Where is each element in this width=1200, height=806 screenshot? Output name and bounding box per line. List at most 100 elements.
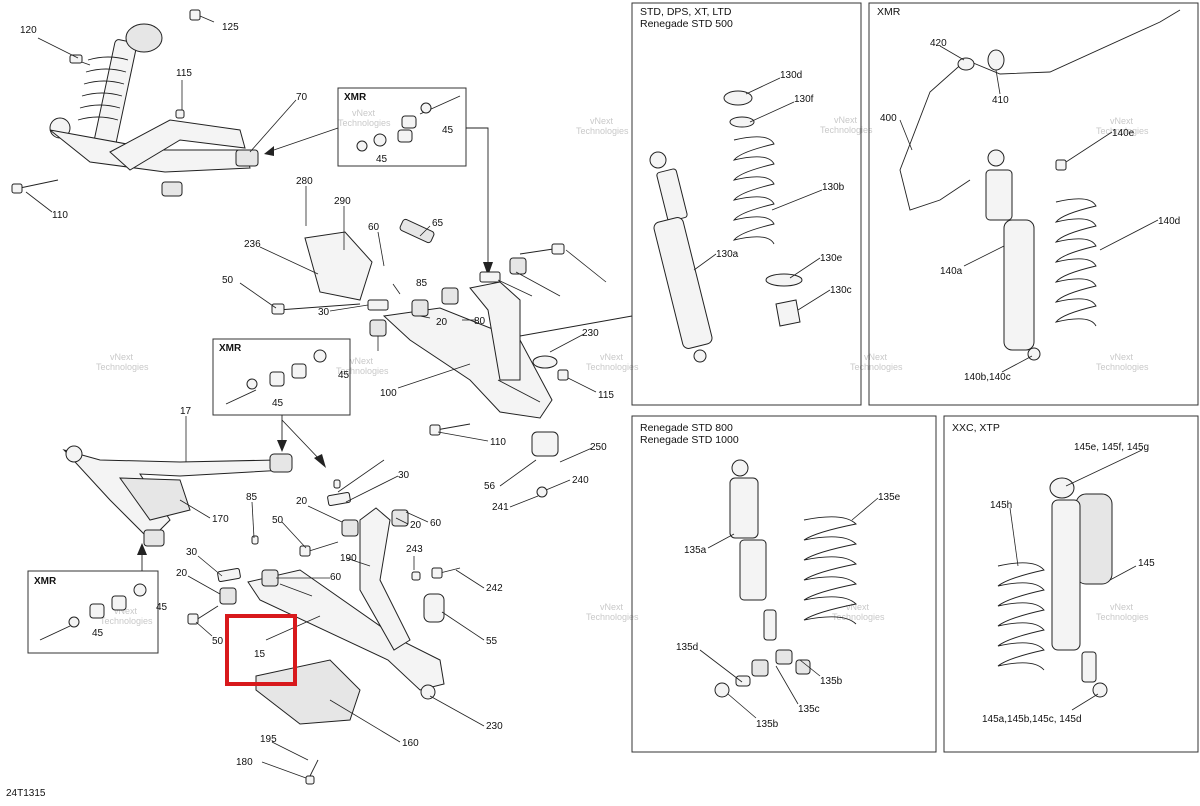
callout-180: 180 xyxy=(236,757,253,768)
watermark-line1: vNext xyxy=(600,602,624,612)
watermark-line2: Technologies xyxy=(586,612,639,622)
watermark-line2: Technologies xyxy=(336,366,389,376)
lower-left-arm-assembly xyxy=(62,445,293,547)
callout-17: 17 xyxy=(180,406,192,417)
callout-410: 410 xyxy=(992,95,1009,106)
callout-242: 242 xyxy=(486,583,503,594)
watermark-line1: vNext xyxy=(1110,602,1134,612)
callout-60: 60 xyxy=(368,222,380,233)
callout-243: 243 xyxy=(406,544,423,555)
inset-xmr-lower-frame xyxy=(27,570,159,654)
callout-135b: 135b xyxy=(756,719,779,730)
callout-236: 236 xyxy=(244,239,261,250)
watermark-line2: Technologies xyxy=(586,362,639,372)
callout-140a: 140a xyxy=(940,266,963,277)
inset-xmr-middle-parts xyxy=(225,349,327,405)
callout-65: 65 xyxy=(432,218,444,229)
watermark-line1: vNext xyxy=(600,352,624,362)
callout-145: 145 xyxy=(1138,558,1155,569)
callout-135b: 135b xyxy=(820,676,843,687)
panel-renegade-subtitle: Renegade STD 1000 xyxy=(640,434,739,446)
watermark-line2: Technologies xyxy=(820,125,873,135)
callout-190: 190 xyxy=(340,553,357,564)
inset-xmr-lower-label: XMR xyxy=(34,576,57,587)
callout-135a: 135a xyxy=(684,545,707,556)
watermark-line1: vNext xyxy=(1110,116,1134,126)
callout-145h: 145h xyxy=(990,500,1012,511)
callout-45: 45 xyxy=(272,398,284,409)
callout-45: 45 xyxy=(442,125,454,136)
watermark-line2: Technologies xyxy=(1096,126,1149,136)
callout-135c: 135c xyxy=(798,704,820,715)
panel-xxc-frame xyxy=(943,415,1199,753)
callout-140b-140c: 140b,140c xyxy=(964,372,1011,383)
callout-140d: 140d xyxy=(1158,216,1180,227)
watermark-line1: vNext xyxy=(114,606,138,616)
callout-125: 125 xyxy=(222,22,239,33)
watermark-line1: vNext xyxy=(1110,352,1134,362)
callout-20: 20 xyxy=(410,520,422,531)
callout-110: 110 xyxy=(490,437,506,448)
callout-30: 30 xyxy=(186,547,198,558)
callout-50: 50 xyxy=(212,636,224,647)
panel-xmr-frame xyxy=(868,2,1199,406)
callout-240: 240 xyxy=(572,475,589,486)
callout-140e: 140e xyxy=(1112,128,1135,139)
callout-15: 15 xyxy=(254,649,266,660)
callout-20: 20 xyxy=(436,317,448,328)
watermark-line1: vNext xyxy=(110,352,134,362)
callout-250: 250 xyxy=(590,442,607,453)
watermark-line1: vNext xyxy=(590,116,614,126)
watermark-line2: Technologies xyxy=(576,126,629,136)
callout-130b: 130b xyxy=(822,182,845,193)
panel-std-subtitle: Renegade STD 500 xyxy=(640,18,733,30)
callout-400: 400 xyxy=(880,113,897,124)
leader-lines xyxy=(25,15,1159,779)
lower-center-aarm-assembly xyxy=(187,479,461,785)
callout-115: 115 xyxy=(176,68,192,79)
callout-50: 50 xyxy=(222,275,234,286)
watermark-line2: Technologies xyxy=(850,362,903,372)
callout-230: 230 xyxy=(582,328,599,339)
callout-290: 290 xyxy=(334,196,351,207)
panel-xmr-parts xyxy=(899,9,1181,361)
diagram-code: 24T1315 xyxy=(6,788,46,799)
callout-115: 115 xyxy=(598,390,614,401)
callout-120: 120 xyxy=(20,25,37,36)
callout-145e-145f-145g: 145e, 145f, 145g xyxy=(1074,442,1149,453)
watermark-line1: vNext xyxy=(846,602,870,612)
callout-20: 20 xyxy=(296,496,308,507)
inset-xmr-upper-parts xyxy=(356,95,461,152)
callout-170: 170 xyxy=(212,514,229,525)
callout-56: 56 xyxy=(484,481,496,492)
callout-70: 70 xyxy=(296,92,308,103)
callout-135e: 135e xyxy=(878,492,901,503)
callout-55: 55 xyxy=(486,636,498,647)
callout-130e: 130e xyxy=(820,253,843,264)
inset-arrows xyxy=(137,127,633,571)
callout-160: 160 xyxy=(402,738,419,749)
callout-110: 110 xyxy=(52,210,68,221)
callout-130a: 130a xyxy=(716,249,739,260)
callout-60: 60 xyxy=(330,572,342,583)
panel-xxc-parts xyxy=(997,477,1113,698)
panel-std-title: STD, DPS, XT, LTD xyxy=(640,6,732,18)
callout-30: 30 xyxy=(318,307,330,318)
upper-left-shock-assembly xyxy=(11,9,259,197)
panel-xxc-title: XXC, XTP xyxy=(952,422,1000,434)
callout-241: 241 xyxy=(492,502,509,513)
watermark-line2: Technologies xyxy=(832,612,885,622)
callout-85: 85 xyxy=(416,278,428,289)
callout-280: 280 xyxy=(296,176,313,187)
callout-145a-145b-145c-145d: 145a,145b,145c, 145d xyxy=(982,714,1082,725)
watermark-line1: vNext xyxy=(864,352,888,362)
callout-45: 45 xyxy=(338,370,350,381)
watermark-line1: vNext xyxy=(352,108,376,118)
callout-230: 230 xyxy=(486,721,503,732)
callout-420: 420 xyxy=(930,38,947,49)
callout-45: 45 xyxy=(156,602,168,613)
callout-30: 30 xyxy=(398,470,410,481)
inset-xmr-upper-frame xyxy=(337,87,467,167)
